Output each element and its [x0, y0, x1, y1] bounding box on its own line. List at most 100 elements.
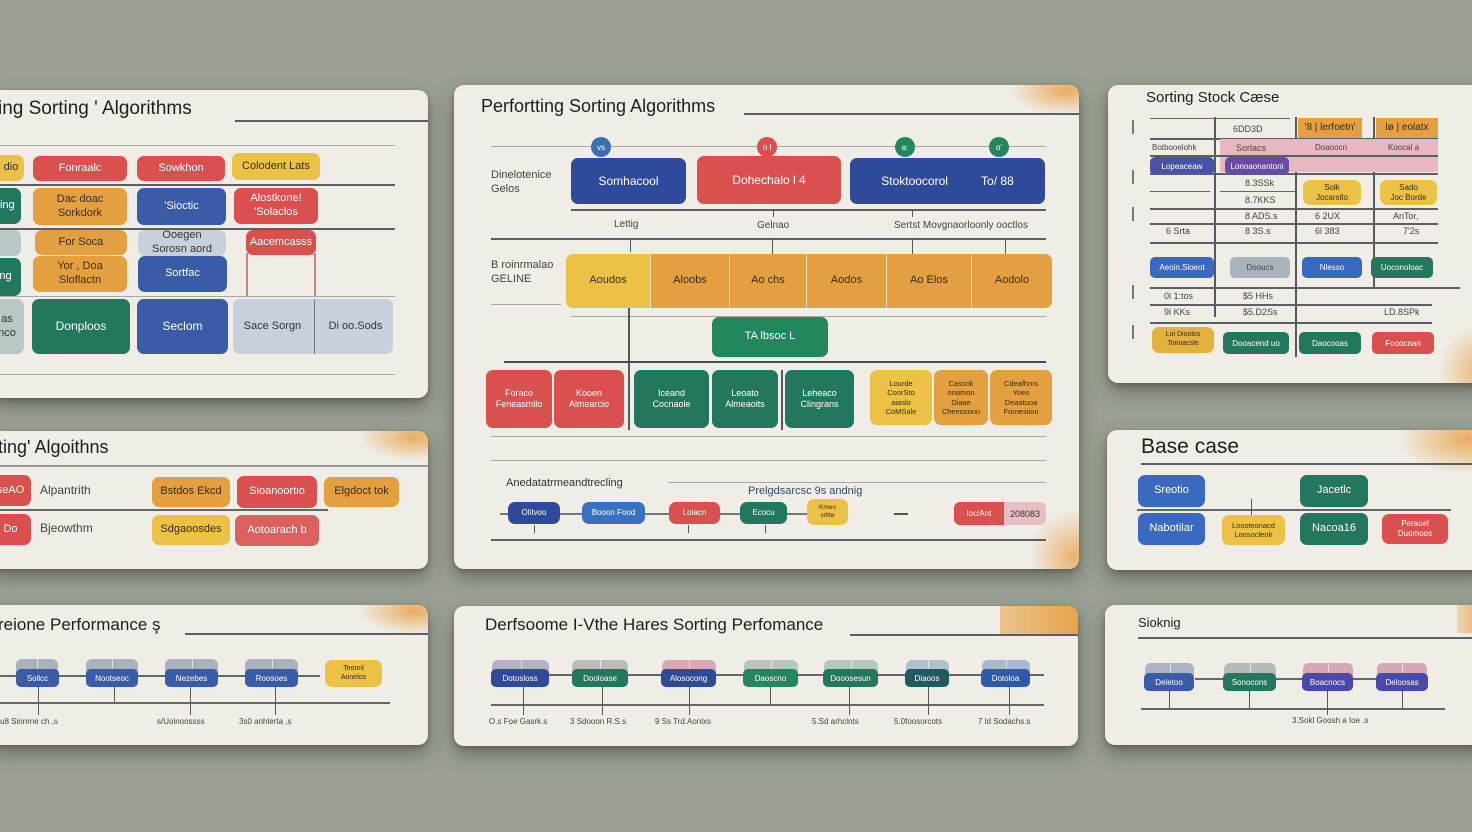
- row-badge[interactable]: Loi Dioolos Tonoacsle: [1152, 327, 1214, 353]
- result-box[interactable]: Cassnk onamon Diaae Cheeosonn: [934, 370, 988, 425]
- flow-box[interactable]: Loosteonacd Loosocleolr: [1222, 515, 1285, 545]
- title-underline: [1141, 463, 1472, 465]
- row-button[interactable]: Lopeaceaw: [1150, 157, 1214, 175]
- row-button[interactable]: Daocooas: [1299, 332, 1361, 354]
- flow-box[interactable]: Sreotio: [1138, 475, 1205, 507]
- flow-box[interactable]: Aotoarach b: [235, 515, 319, 546]
- cell-box[interactable]: Donploos: [32, 299, 130, 354]
- panel-performing-sorting-algorithms: Perfortting Sorting Algorithms vs o l a:…: [454, 85, 1079, 569]
- flow-box[interactable]: Nabotilar: [1138, 513, 1205, 545]
- timeline-node[interactable]: Boacnocs: [1302, 673, 1353, 691]
- node-circle[interactable]: o': [989, 137, 1009, 157]
- stage-cell[interactable]: Ao Elos: [886, 254, 971, 308]
- row-button[interactable]: Uoconoloac: [1371, 257, 1433, 278]
- cell-box[interactable]: ll dio: [0, 155, 24, 181]
- result-box[interactable]: Foraco Feneasmilo: [486, 370, 552, 428]
- flow-box[interactable]: Bstdos Ekcd: [152, 477, 230, 507]
- row-button[interactable]: Aeoin.Sloeot: [1150, 257, 1214, 278]
- flow-box[interactable]: Nacoa16: [1300, 513, 1368, 545]
- flow-box[interactable]: Peraoel Duomoos: [1382, 514, 1448, 544]
- result-box[interactable]: Leoato Almeaoits: [712, 370, 778, 428]
- timeline-node[interactable]: Ecocu: [740, 502, 787, 524]
- timeline-node[interactable]: Dooloase: [572, 669, 628, 687]
- timeline-node[interactable]: Teonnl Aonelos: [325, 660, 382, 687]
- cell-box[interactable]: Seclom: [137, 299, 228, 354]
- panel-base-case: Base case Sreotio Nabotilar Loosteonacd …: [1107, 430, 1472, 570]
- flow-box[interactable]: Elgdoct tok: [324, 477, 399, 507]
- timeline-node[interactable]: Dotoloa: [981, 669, 1030, 687]
- table-cell-badge[interactable]: Solk Jocarstlo: [1303, 180, 1361, 205]
- center-stage-box[interactable]: TA lbsoc L: [712, 317, 828, 357]
- panel-title: Base case: [1141, 435, 1240, 458]
- row-tag[interactable]: Do: [0, 514, 31, 545]
- timeline-node[interactable]: Sonocons: [1223, 673, 1276, 691]
- cell-box[interactable]: Sortfac: [138, 256, 227, 292]
- stage-cell[interactable]: Aodos: [806, 254, 886, 308]
- stage-cell[interactable]: Aloobs: [650, 254, 729, 308]
- cell-box[interactable]: Yor , Doa Sloflactn: [33, 256, 127, 292]
- cell-box[interactable]: Sowkhon: [137, 156, 225, 181]
- cell-box[interactable]: Sace Sorgn Di oo.Sods: [233, 299, 393, 354]
- node-circle[interactable]: vs: [591, 137, 611, 157]
- timeline-end-badge[interactable]: loc/Ant 208083: [954, 502, 1046, 525]
- stage-cell[interactable]: Ao chs: [729, 254, 806, 308]
- cell-box[interactable]: Colodent Lats: [232, 153, 320, 180]
- cell-box[interactable]: 'Sioctic: [137, 188, 226, 225]
- timeline-node[interactable]: Kmeo srltte: [807, 499, 848, 525]
- timeline-node[interactable]: Sollcc: [16, 669, 59, 687]
- table-cell-badge[interactable]: Sado Joc Borde: [1380, 180, 1437, 205]
- timeline-node[interactable]: Dotosloss: [491, 669, 549, 687]
- cell-box[interactable]: Ooegen Sorosn aord: [138, 229, 226, 256]
- timeline-node[interactable]: Nootseoc: [86, 669, 138, 687]
- table-header: 6DD3D: [1233, 124, 1263, 134]
- stage-cell[interactable]: Aoudos: [566, 254, 650, 308]
- node-circle[interactable]: o l: [757, 137, 777, 157]
- connector-tick: [523, 687, 524, 715]
- cell-box[interactable]: Dac doac Sorkdork: [33, 188, 127, 225]
- row-button[interactable]: Lonoaonantoni: [1225, 157, 1289, 175]
- result-box[interactable]: Lourde CoorSto aiaslo CoMSale: [870, 370, 932, 425]
- result-box[interactable]: Cdeafhms Yoeo Deaatuoa Fornesiion: [990, 370, 1052, 425]
- row-button[interactable]: Dooucs: [1230, 257, 1290, 278]
- node-circle[interactable]: a:: [895, 137, 915, 157]
- title-underline: [744, 113, 1079, 115]
- flow-box[interactable]: Sdgaoosdes: [152, 515, 230, 545]
- stage-box[interactable]: Somhacool: [571, 158, 686, 204]
- cell-box[interactable]: Fonraalc: [33, 156, 127, 181]
- accent-glow: [358, 431, 428, 461]
- cell-box[interactable]: Alostkone! 'Solaclos: [234, 188, 318, 224]
- timeline-node[interactable]: Lolacn: [669, 502, 720, 524]
- result-box[interactable]: Kooen Almearcio: [554, 370, 624, 428]
- panel-title: ing Sorting ' Algorithms: [0, 98, 192, 119]
- cell-box[interactable]: Aacemcasss: [246, 230, 316, 255]
- timeline-node[interactable]: Alosocong: [661, 669, 716, 687]
- row-button[interactable]: Nlesso: [1302, 257, 1362, 278]
- timeline-node[interactable]: Deletoo: [1144, 673, 1194, 691]
- connector-tick: [765, 525, 766, 533]
- result-box[interactable]: Leheaco Clingrans: [785, 370, 854, 428]
- cell-box[interactable]: as nco: [0, 299, 24, 354]
- table-cell: 8 ADS.s: [1245, 211, 1278, 221]
- cell-box[interactable]: ng: [0, 258, 21, 296]
- cell-box[interactable]: ring: [0, 188, 21, 224]
- flow-box[interactable]: Sioanoortio: [237, 476, 317, 508]
- timeline-node[interactable]: Diaoos: [905, 669, 949, 687]
- flow-box[interactable]: Jacetlc: [1300, 475, 1368, 507]
- timeline-node[interactable]: Dooosesun: [823, 669, 878, 687]
- timeline-node[interactable]: Olitvoo: [508, 502, 560, 524]
- stage-box[interactable]: Dohechalo l 4: [697, 156, 841, 204]
- stage-cell[interactable]: Aodolo: [971, 254, 1052, 308]
- timeline-node[interactable]: Deloosas: [1376, 673, 1428, 691]
- row-button[interactable]: Fooocnan: [1372, 332, 1434, 354]
- row-button[interactable]: Dooacend uo: [1223, 332, 1289, 354]
- timeline-node[interactable]: Roosoes: [245, 669, 298, 687]
- stage-box[interactable]: Stoktoocorol To/ 88: [850, 158, 1045, 204]
- timeline-node[interactable]: Daoscno: [743, 669, 798, 687]
- timeline-node[interactable]: Booon Food: [582, 502, 645, 524]
- cell-text: Di oo.Sods: [328, 319, 383, 332]
- panel-title: Perfortting Sorting Algorithms: [481, 96, 716, 116]
- timeline-node[interactable]: Nezebes: [165, 669, 218, 687]
- cell-box[interactable]: For Soca: [35, 230, 127, 255]
- result-box[interactable]: Iceand Cocnaole: [634, 370, 709, 428]
